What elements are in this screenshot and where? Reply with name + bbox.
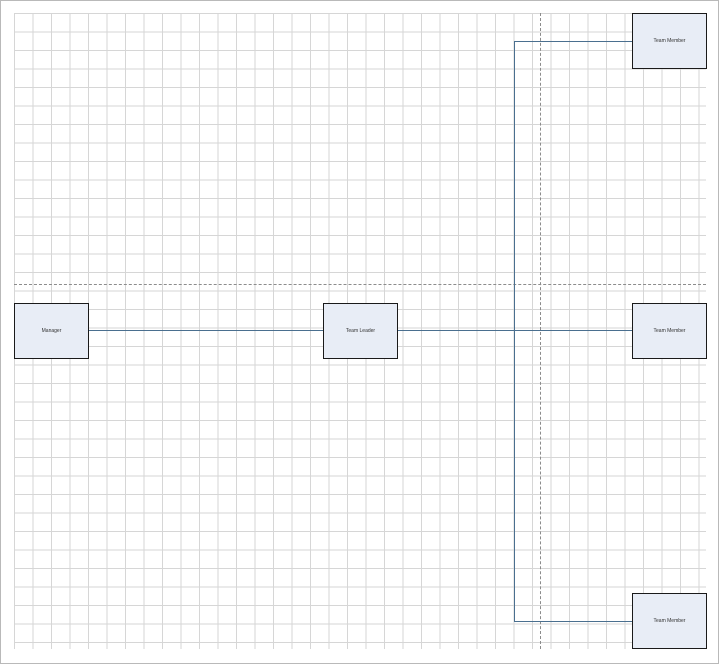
node-team-member-bottom-label: Team Member bbox=[653, 618, 686, 624]
node-manager-label: Manager bbox=[41, 328, 62, 334]
node-team-member-mid-label: Team Member bbox=[653, 328, 686, 334]
node-team-member-mid[interactable]: Team Member bbox=[632, 303, 707, 359]
page-break-horizontal bbox=[14, 284, 706, 285]
node-team-member-top-label: Team Member bbox=[653, 38, 686, 44]
node-team-member-bottom[interactable]: Team Member bbox=[632, 593, 707, 649]
node-team-member-top[interactable]: Team Member bbox=[632, 13, 707, 69]
node-team-leader-label: Team Leader bbox=[345, 328, 376, 334]
node-manager[interactable]: Manager bbox=[14, 303, 89, 359]
node-team-leader[interactable]: Team Leader bbox=[323, 303, 398, 359]
